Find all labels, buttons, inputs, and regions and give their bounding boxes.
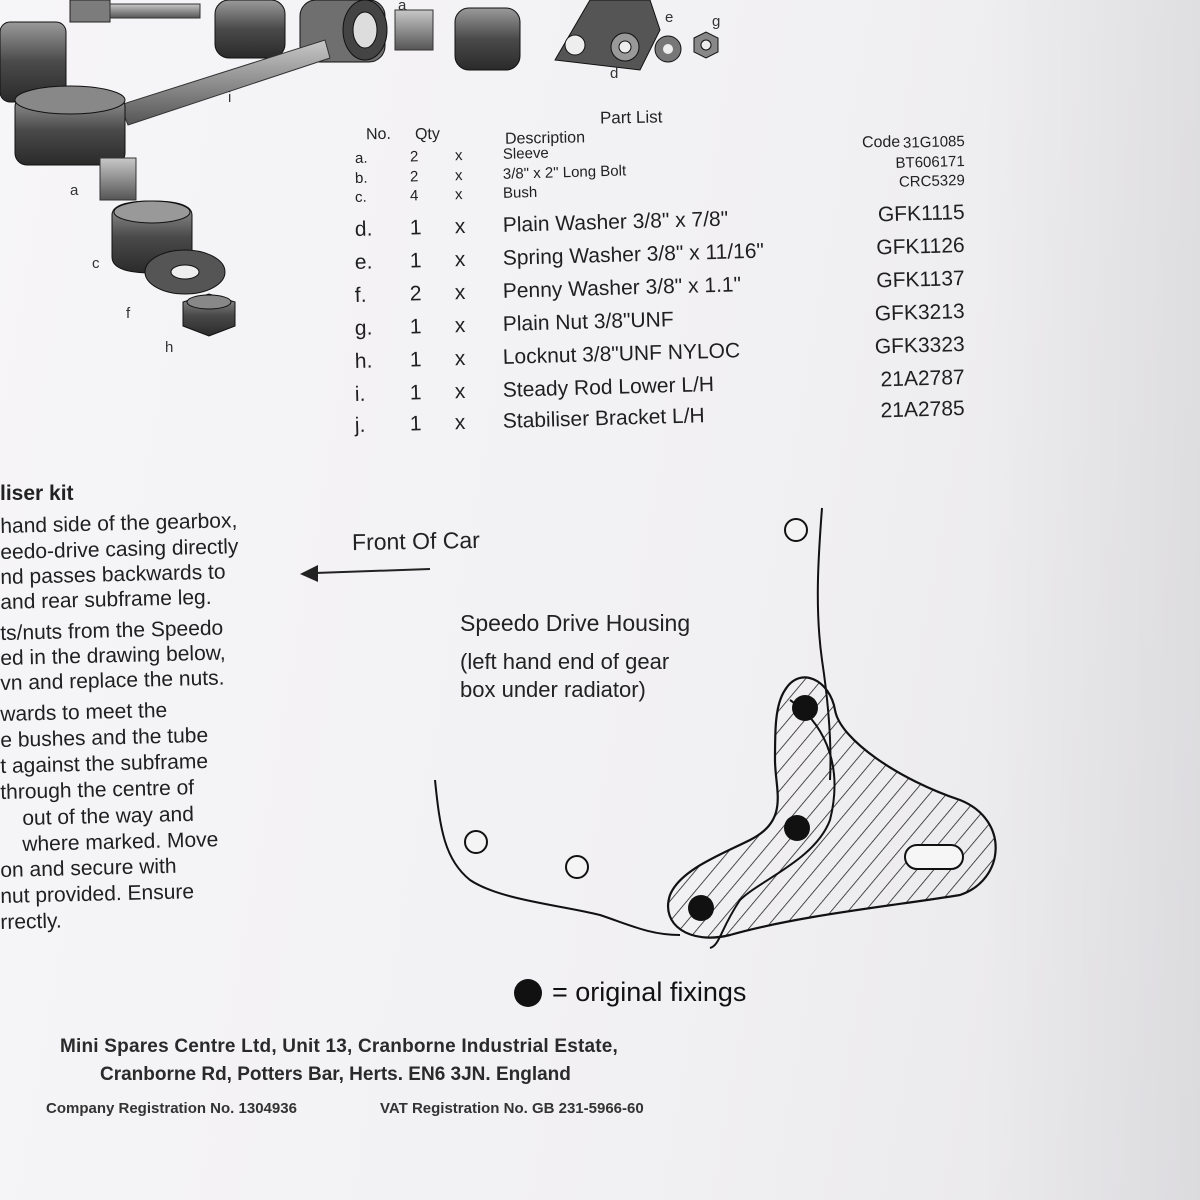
paper-shadow — [980, 0, 1200, 1200]
header-no: No. — [365, 125, 392, 144]
front-arrow — [300, 565, 431, 582]
housing-note-1: (left hand end of gear — [460, 649, 670, 674]
label-e: e — [665, 9, 673, 26]
housing-note-2: box under radiator) — [460, 677, 646, 702]
instructions-title: liser kit — [0, 482, 74, 505]
original-fixing-3 — [688, 895, 714, 921]
part-list-title: Part List — [599, 107, 663, 128]
instruction-line-8: wards to meet the — [0, 698, 168, 726]
instruction-line-4: and rear subframe leg. — [0, 585, 212, 614]
top-parts — [69, 0, 719, 71]
instruction-line-15: nut provided. Ensure — [0, 880, 195, 908]
company-address-line-1: Mini Spares Centre Ltd, Unit 13, Cranbor… — [60, 1036, 619, 1057]
label-a-left: a — [70, 182, 79, 199]
housing-title: Speedo Drive Housing — [460, 610, 691, 636]
stabiliser-bracket — [667, 676, 997, 949]
vat-registration: VAT Registration No. GB 231-5966-60 — [380, 1100, 644, 1117]
label-d: d — [610, 65, 618, 82]
instruction-line-13: where marked. Move — [22, 828, 219, 856]
legend-dot-icon — [514, 979, 542, 1007]
label-i: i — [228, 89, 231, 106]
original-fixing-2 — [784, 815, 810, 841]
legend-label: = original fixings — [552, 977, 747, 1007]
front-of-car-label: Front Of Car — [351, 526, 481, 556]
label-h: h — [165, 339, 173, 356]
gearbox-outline — [434, 507, 832, 936]
instruction-line-16: rrectly. — [0, 909, 63, 934]
part-letters: a e g d i a c f h — [70, 0, 720, 356]
header-qty: Qty — [414, 125, 441, 144]
instruction-line-7: vn and replace the nuts. — [0, 666, 225, 695]
original-fixing-1 — [792, 695, 818, 721]
company-registration: Company Registration No. 1304936 — [46, 1100, 297, 1117]
instruction-line-11: through the centre of — [0, 776, 195, 804]
label-c: c — [92, 255, 100, 272]
company-address-line-2: Cranborne Rd, Potters Bar, Herts. EN6 3J… — [100, 1064, 571, 1085]
label-g: g — [712, 13, 720, 30]
label-a-top: a — [398, 0, 407, 14]
label-f: f — [126, 305, 131, 322]
left-parts — [0, 21, 331, 337]
